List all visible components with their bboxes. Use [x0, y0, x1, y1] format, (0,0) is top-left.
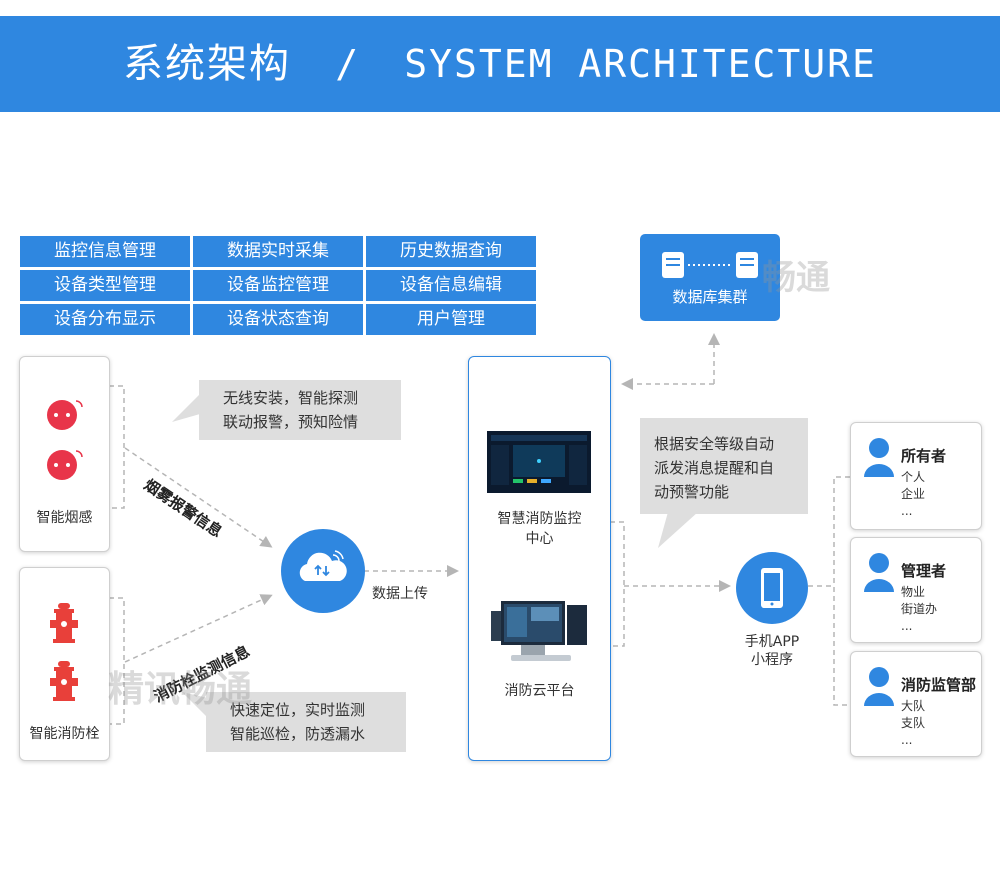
smoke-feature-bubble: 无线安装，智能探测 联动报警，预知险情	[199, 380, 401, 440]
smoke-bubble-tail	[172, 394, 200, 422]
role-item: 大队	[901, 699, 926, 713]
page-title: 系统架构 / SYSTEM ARCHITECTURE	[0, 16, 1000, 112]
fire-hydrant-icon	[50, 661, 78, 701]
bubble-line: 智能巡检，防透漏水	[230, 725, 366, 743]
person-icon	[864, 553, 894, 592]
function-cell: 数据实时采集	[193, 236, 363, 267]
person-icon	[864, 438, 894, 477]
alert-feature-bubble: 根据安全等级自动 派发消息提醒和自 动预警功能	[640, 418, 808, 514]
function-cell: 历史数据查询	[366, 236, 536, 267]
role-item: 个人	[901, 470, 926, 484]
role-panel-manager: 管理者 物业 街道办 ...	[850, 537, 982, 643]
bubble-line: 派发消息提醒和自	[654, 459, 775, 477]
role-item: ...	[901, 733, 913, 747]
function-cell: 设备状态查询	[193, 304, 363, 335]
role-title: 所有者	[901, 447, 947, 465]
cloud-upload-icon	[281, 529, 365, 613]
database-server-icon	[662, 252, 758, 278]
role-items: 物业 街道办 ...	[901, 584, 937, 635]
mobile-app-icon	[736, 552, 808, 624]
role-items: 个人 企业 ...	[901, 469, 925, 520]
fire-hydrant-panel: 智能消防栓	[19, 567, 110, 761]
header-bar	[0, 16, 1000, 112]
function-cell: 用户管理	[366, 304, 536, 335]
hydrant-bracket-line	[109, 597, 125, 725]
smoke-detector-label: 智能烟感	[36, 510, 93, 526]
function-cell: 设备分布显示	[20, 304, 190, 335]
smoke-bracket-line	[109, 385, 125, 509]
bubble-line: 根据安全等级自动	[654, 435, 775, 453]
role-item: 企业	[901, 487, 926, 501]
fire-hydrant-icon	[50, 603, 78, 643]
roles-bracket-line	[833, 476, 850, 706]
cloud-platform-label: 消防云平台	[504, 683, 575, 699]
watermark: 精讯畅通	[108, 669, 253, 710]
role-panel-owner: 所有者 个人 企业 ...	[850, 422, 982, 530]
database-cluster-label: 数据库集群	[672, 288, 748, 306]
function-cell: 设备类型管理	[20, 270, 190, 301]
role-item: 物业	[901, 585, 926, 599]
bubble-line: 无线安装，智能探测	[223, 389, 359, 407]
monitor-screen-icon	[487, 431, 591, 493]
smoke-to-cloud-arrow	[124, 447, 273, 548]
bubble-line: 快速定位，实时监测	[230, 701, 366, 719]
app-label-line2: 小程序	[751, 652, 793, 668]
mobile-app-label: 手机APP 小程序	[736, 633, 808, 669]
role-title: 管理者	[901, 562, 947, 580]
title-separator: /	[335, 42, 361, 86]
title-cn: 系统架构	[123, 41, 292, 87]
bubble-line: 联动报警，预知险情	[223, 413, 359, 431]
role-item: 支队	[901, 716, 926, 730]
smoke-detector-panel: 智能烟感	[19, 356, 110, 552]
role-items: 大队 支队 ...	[901, 698, 925, 749]
role-panel-fire-supervision: 消防监管部 大队 支队 ...	[850, 651, 982, 757]
hydrant-feature-bubble: 快速定位，实时监测 智能巡检，防透漏水	[206, 692, 406, 752]
title-en: SYSTEM ARCHITECTURE	[404, 42, 877, 86]
function-cell: 设备信息编辑	[366, 270, 536, 301]
database-cluster-box: 数据库集群	[640, 234, 780, 321]
watermark: 畅通	[762, 258, 830, 298]
function-cell: 监控信息管理	[20, 236, 190, 267]
role-item: 街道办	[901, 602, 938, 616]
fire-hydrant-label: 智能消防栓	[29, 726, 100, 742]
role-title: 消防监管部	[901, 676, 977, 694]
cloud-platform-computer-icon	[491, 601, 587, 661]
monitoring-center-label: 智慧消防监控中心	[469, 509, 610, 549]
center-bracket-line	[610, 521, 625, 647]
hydrant-bubble-tail	[182, 692, 208, 718]
person-icon	[864, 667, 894, 706]
role-item: ...	[901, 619, 913, 633]
smoke-detector-icon	[47, 450, 83, 480]
data-upload-label: 数据上传	[372, 586, 428, 602]
function-cell: 设备监控管理	[193, 270, 363, 301]
role-item: ...	[901, 504, 913, 518]
smoke-detector-icon	[47, 400, 83, 430]
app-label-line1: 手机APP	[744, 634, 800, 650]
bubble-line: 动预警功能	[654, 483, 730, 501]
alert-bubble-tail	[658, 512, 698, 548]
monitoring-center-text: 智慧消防监控中心	[497, 511, 582, 547]
monitoring-center-panel: 智慧消防监控中心 消防云平台	[468, 356, 611, 761]
